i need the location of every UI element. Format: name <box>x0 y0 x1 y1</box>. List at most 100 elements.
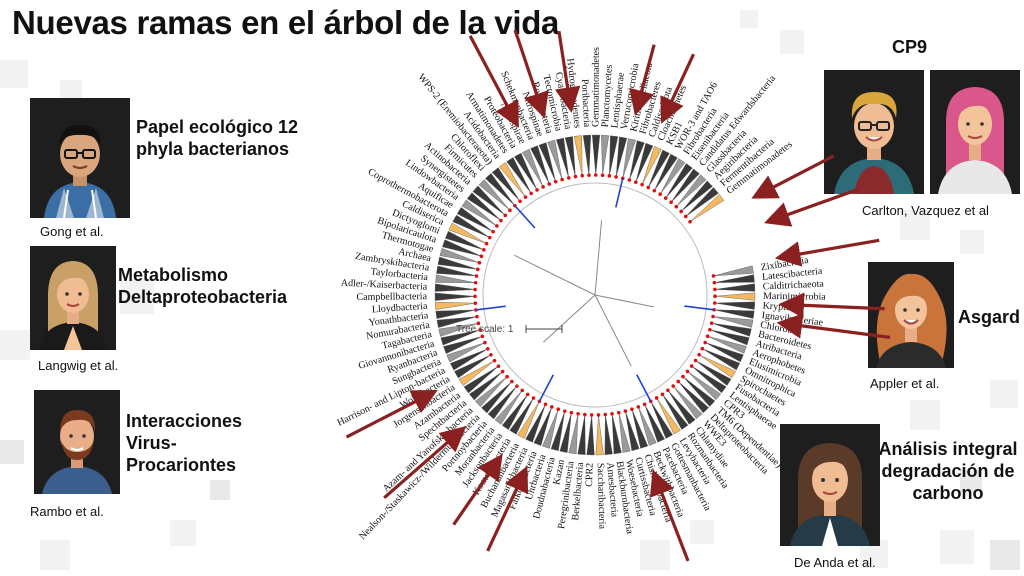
clade-wedge <box>631 409 649 449</box>
tree-node <box>515 384 519 388</box>
tree-node <box>709 321 714 325</box>
tree-node <box>689 364 694 368</box>
highlight-arrow <box>763 188 859 227</box>
tree-node <box>654 396 659 400</box>
author-gong: Gong et al. <box>40 224 104 239</box>
man-beard-avatar-icon <box>34 390 120 494</box>
avatar-rambo <box>34 390 120 494</box>
clade-wedge <box>691 365 727 394</box>
clade-wedge <box>615 136 628 177</box>
clade-wedge <box>644 404 665 443</box>
tree-node <box>685 369 690 374</box>
tree-node <box>700 346 705 351</box>
tree-node <box>712 280 717 285</box>
tree-node <box>614 175 618 179</box>
topic-gong: Papel ecológico 12 phyla bacterianos <box>136 117 299 159</box>
tree-node <box>603 412 608 417</box>
tree-scale-label: Tree scale: 1 <box>456 324 514 335</box>
clade-wedge <box>665 163 693 199</box>
clade-wedge <box>438 323 479 337</box>
tree-node <box>474 274 479 278</box>
tree-node <box>642 402 647 407</box>
tree-node <box>658 192 662 197</box>
tree-highlight-branch <box>636 374 652 402</box>
clade-wedge <box>629 140 645 181</box>
tree-node <box>473 294 477 299</box>
taxon-label: Campbellbacteria <box>356 291 427 303</box>
tree-node <box>669 200 673 205</box>
clade-wedge <box>542 409 559 449</box>
highlight-arrow <box>345 390 438 439</box>
clade-wedge <box>673 385 703 420</box>
tree-node <box>589 413 594 417</box>
clade-wedge <box>711 322 752 337</box>
tree-internal-branch <box>514 254 596 296</box>
tree-node <box>566 176 571 180</box>
clade-wedge <box>586 414 595 456</box>
taxon-label: Berkelbacteria <box>570 461 586 521</box>
tree-node <box>633 180 638 184</box>
clade-wedge <box>650 401 673 439</box>
tree-node <box>681 374 685 379</box>
tree-node <box>693 358 698 363</box>
taxon-label: CPR2 <box>584 463 596 487</box>
clade-wedge <box>434 283 476 292</box>
tree-node <box>483 340 487 345</box>
tree-node <box>711 314 715 319</box>
clade-wedge <box>682 376 716 407</box>
taxon-label: Amesbacteria <box>604 462 620 518</box>
taxon-label: Poribacteria <box>579 79 592 128</box>
clade-wedge <box>437 256 478 270</box>
clade-wedge <box>689 194 725 222</box>
avatar-appler <box>868 262 954 368</box>
topic-deanda: Análisis integral degradación de carbono <box>878 439 1018 503</box>
clade-wedge <box>501 394 528 430</box>
clade-wedge <box>595 414 604 456</box>
tree-node <box>697 352 701 357</box>
clade-wedge <box>670 168 700 203</box>
tree-node <box>535 188 539 192</box>
tree-node <box>475 267 480 272</box>
clade-wedge <box>478 179 511 211</box>
clade-wedge <box>714 292 756 301</box>
clade-wedge <box>435 274 476 283</box>
woman-curly-hair-avatar-icon <box>868 262 954 368</box>
tree-scale: Tree scale: 1 <box>456 324 563 335</box>
tree-node <box>646 185 651 190</box>
woman-pink-hair-avatar-icon <box>930 70 1020 194</box>
tree-node <box>547 182 552 186</box>
topic-cp9: CP9 <box>892 37 928 57</box>
topic-rambo: Interacciones Virus-Procariontes <box>126 411 243 475</box>
clade-wedge <box>604 414 613 455</box>
highlight-arrow <box>468 35 519 128</box>
tree-node <box>485 347 490 351</box>
clade-wedge <box>448 222 487 244</box>
clade-wedge <box>601 134 610 176</box>
tree-node <box>500 369 505 374</box>
clade-wedge <box>568 413 579 455</box>
author-rambo: Rambo et al. <box>30 504 104 519</box>
tree-node <box>623 409 628 413</box>
tree-node <box>660 392 665 397</box>
tree-node <box>496 364 501 369</box>
tree-node <box>652 188 657 193</box>
tree-node <box>550 405 554 409</box>
clade-wedge <box>463 366 499 394</box>
tree-node <box>580 173 584 178</box>
clade-wedge <box>439 248 480 263</box>
clade-wedge <box>582 134 591 176</box>
author-cp9: Carlton, Vazquez et al <box>862 203 989 218</box>
tree-node <box>560 177 564 182</box>
clade-wedge <box>450 348 488 371</box>
tree-node <box>543 402 548 407</box>
topic-langwig: Metabolismo Deltaproteobacteria <box>118 265 288 307</box>
clade-wedge <box>556 137 569 178</box>
highlight-arrow <box>629 44 656 116</box>
highlight-arrow <box>774 238 880 267</box>
tree-internal-branch <box>594 294 632 367</box>
clade-wedge <box>659 158 686 195</box>
clade-wedge <box>667 390 696 425</box>
taxon-label: Lloydbacteria <box>372 301 429 316</box>
clade-wedge <box>635 143 654 183</box>
page-title: Nuevas ramas en el árbol de la vida <box>12 4 560 41</box>
